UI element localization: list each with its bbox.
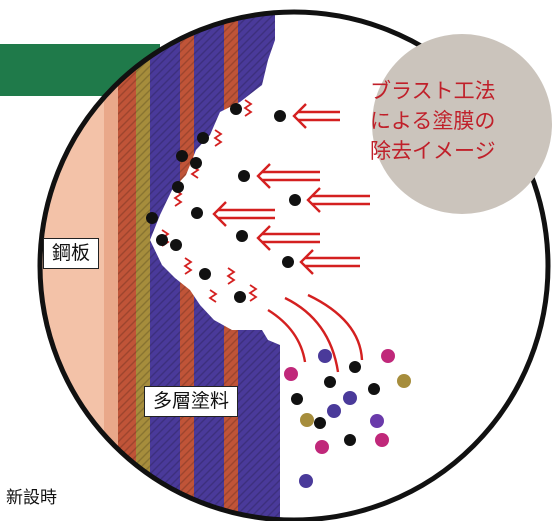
black-particle-icon (291, 393, 303, 405)
black-particle-icon (324, 376, 336, 388)
black-particle-icon (199, 268, 211, 280)
colored-particle-icon (318, 349, 332, 363)
zigzag-impact-icon (208, 289, 218, 303)
black-particle-icon (349, 361, 361, 373)
black-particle-icon (146, 212, 158, 224)
black-particle-icon (234, 291, 246, 303)
zigzag-impact-icon (183, 257, 193, 275)
zigzag-impact-icon (213, 129, 223, 147)
colored-particle-icon (315, 440, 329, 454)
caption: 新設時 (6, 488, 57, 508)
black-particle-icon (176, 150, 188, 162)
double-arrow-icon (299, 249, 360, 275)
black-particle-icon (344, 434, 356, 446)
colored-particle-icon (299, 474, 313, 488)
bubble-line-2: による塗膜の (370, 108, 496, 133)
black-particle-icon (236, 230, 248, 242)
blast-arrows (212, 103, 370, 373)
black-particle-icon (190, 157, 202, 169)
coating-label: 多層塗料 (144, 386, 239, 417)
double-arrow-icon (256, 225, 320, 251)
colored-particle-icon (284, 367, 298, 381)
black-particle-icon (368, 383, 380, 395)
deflection-curve (307, 293, 364, 361)
colored-particle-icon (343, 391, 357, 405)
double-arrow-icon (292, 103, 340, 129)
black-particle-icon (238, 170, 250, 182)
abrasive-particles (146, 103, 380, 446)
colored-particle-icon (375, 433, 389, 447)
bubble-line-3: 除去イメージ (370, 138, 496, 163)
black-particle-icon (230, 103, 242, 115)
bubble-text: ブラスト工法 による塗膜の 除去イメージ (370, 77, 553, 166)
black-particle-icon (289, 194, 301, 206)
black-particle-icon (282, 256, 294, 268)
black-particle-icon (156, 234, 168, 246)
double-arrow-icon (256, 163, 320, 189)
double-arrow-icon (306, 187, 370, 213)
black-particle-icon (274, 110, 286, 122)
explanation-bubble (372, 34, 552, 214)
double-arrow-icon (212, 201, 275, 227)
bubble-line-1: ブラスト工法 (370, 79, 496, 103)
debris-particles (284, 349, 411, 488)
deflection-curve (284, 296, 340, 373)
steel-plate-label: 鋼板 (43, 238, 100, 269)
zigzag-impact-icon (248, 284, 258, 302)
black-particle-icon (197, 132, 209, 144)
colored-particle-icon (381, 349, 395, 363)
zigzag-impact-icon (243, 99, 253, 117)
colored-particle-icon (327, 404, 341, 418)
colored-particle-icon (397, 374, 411, 388)
colored-particle-icon (370, 414, 384, 428)
black-particle-icon (170, 239, 182, 251)
deflection-curve (267, 308, 307, 363)
impact-marks (160, 99, 258, 303)
magnifier-circle (37, 9, 551, 521)
colored-particle-icon (300, 413, 314, 427)
black-particle-icon (191, 207, 203, 219)
black-particle-icon (172, 181, 184, 193)
black-particle-icon (314, 417, 326, 429)
zigzag-impact-icon (226, 267, 236, 285)
